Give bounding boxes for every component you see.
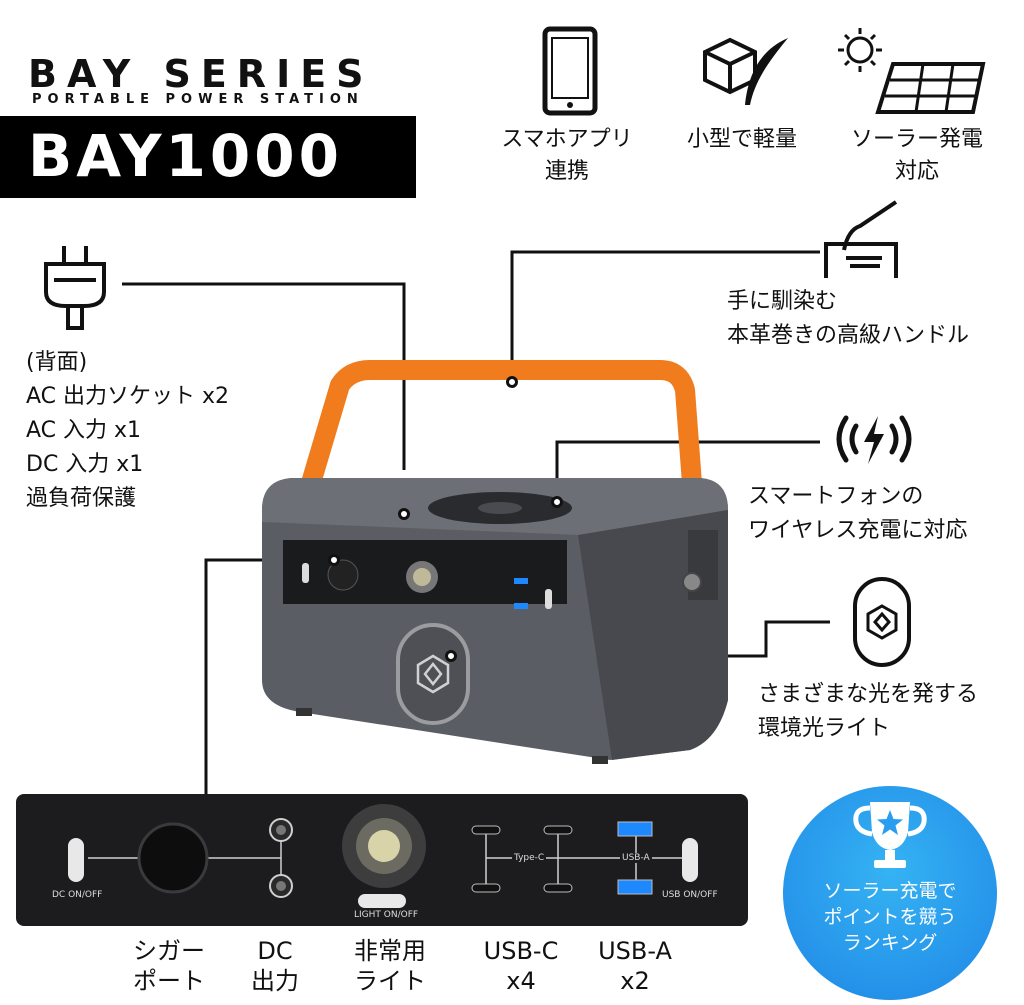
- trophy-icon: [853, 802, 927, 868]
- hand-handle-icon: [824, 200, 898, 278]
- callout-dot-light: [445, 650, 457, 662]
- back-ports-text: (背面) AC 出力ソケット x2 AC 入力 x1 DC 入力 x1 過負荷保…: [26, 350, 230, 511]
- feature-light-label: 小型で軽量: [686, 127, 797, 152]
- model-name: BAY1000: [28, 122, 343, 190]
- series-logo: BAY SERIES: [28, 52, 374, 96]
- feature-app-label: スマホアプリ連携: [501, 127, 633, 184]
- plug-icon: [44, 246, 106, 330]
- feature-solar-label: ソーラー発電対応: [850, 127, 983, 184]
- handle-text: 手に馴染む 本革巻きの高級ハンドル: [727, 289, 970, 348]
- callout-dot-wireless: [551, 496, 563, 508]
- usba-label: USB-A: [620, 853, 652, 863]
- light-callout-icon: [853, 577, 911, 667]
- cigar-port-label: シガーポート: [133, 937, 205, 995]
- smartphone-icon: [542, 26, 598, 116]
- callout-dot-handle: [506, 376, 518, 388]
- emergency-light-label: 非常用ライト: [354, 937, 426, 995]
- light-text: さまざまな光を発する 環境光ライト: [758, 682, 979, 741]
- ranking-badge-text: ソーラー充電で ポイントを競う ランキング: [823, 880, 957, 954]
- wireless-text: スマートフォンの ワイヤレス充電に対応: [748, 484, 968, 543]
- callout-dot-panel: [328, 554, 340, 566]
- wireless-charge-icon: [836, 415, 912, 464]
- dc-switch-label: DC ON/OFF: [52, 890, 103, 900]
- callout-dot-back: [398, 508, 410, 520]
- usb-switch-label: USB ON/OFF: [662, 890, 718, 900]
- solar-panel-icon: [838, 28, 986, 114]
- control-panel-graphics: [68, 804, 698, 908]
- series-subtitle: PORTABLE POWER STATION: [32, 92, 364, 107]
- light-logo-icon: [416, 654, 450, 694]
- model-banner: [0, 116, 416, 198]
- typec-label: Type-C: [512, 853, 547, 863]
- light-switch-label: LIGHT ON/OFF: [354, 910, 419, 920]
- box-feather-icon: [703, 37, 788, 105]
